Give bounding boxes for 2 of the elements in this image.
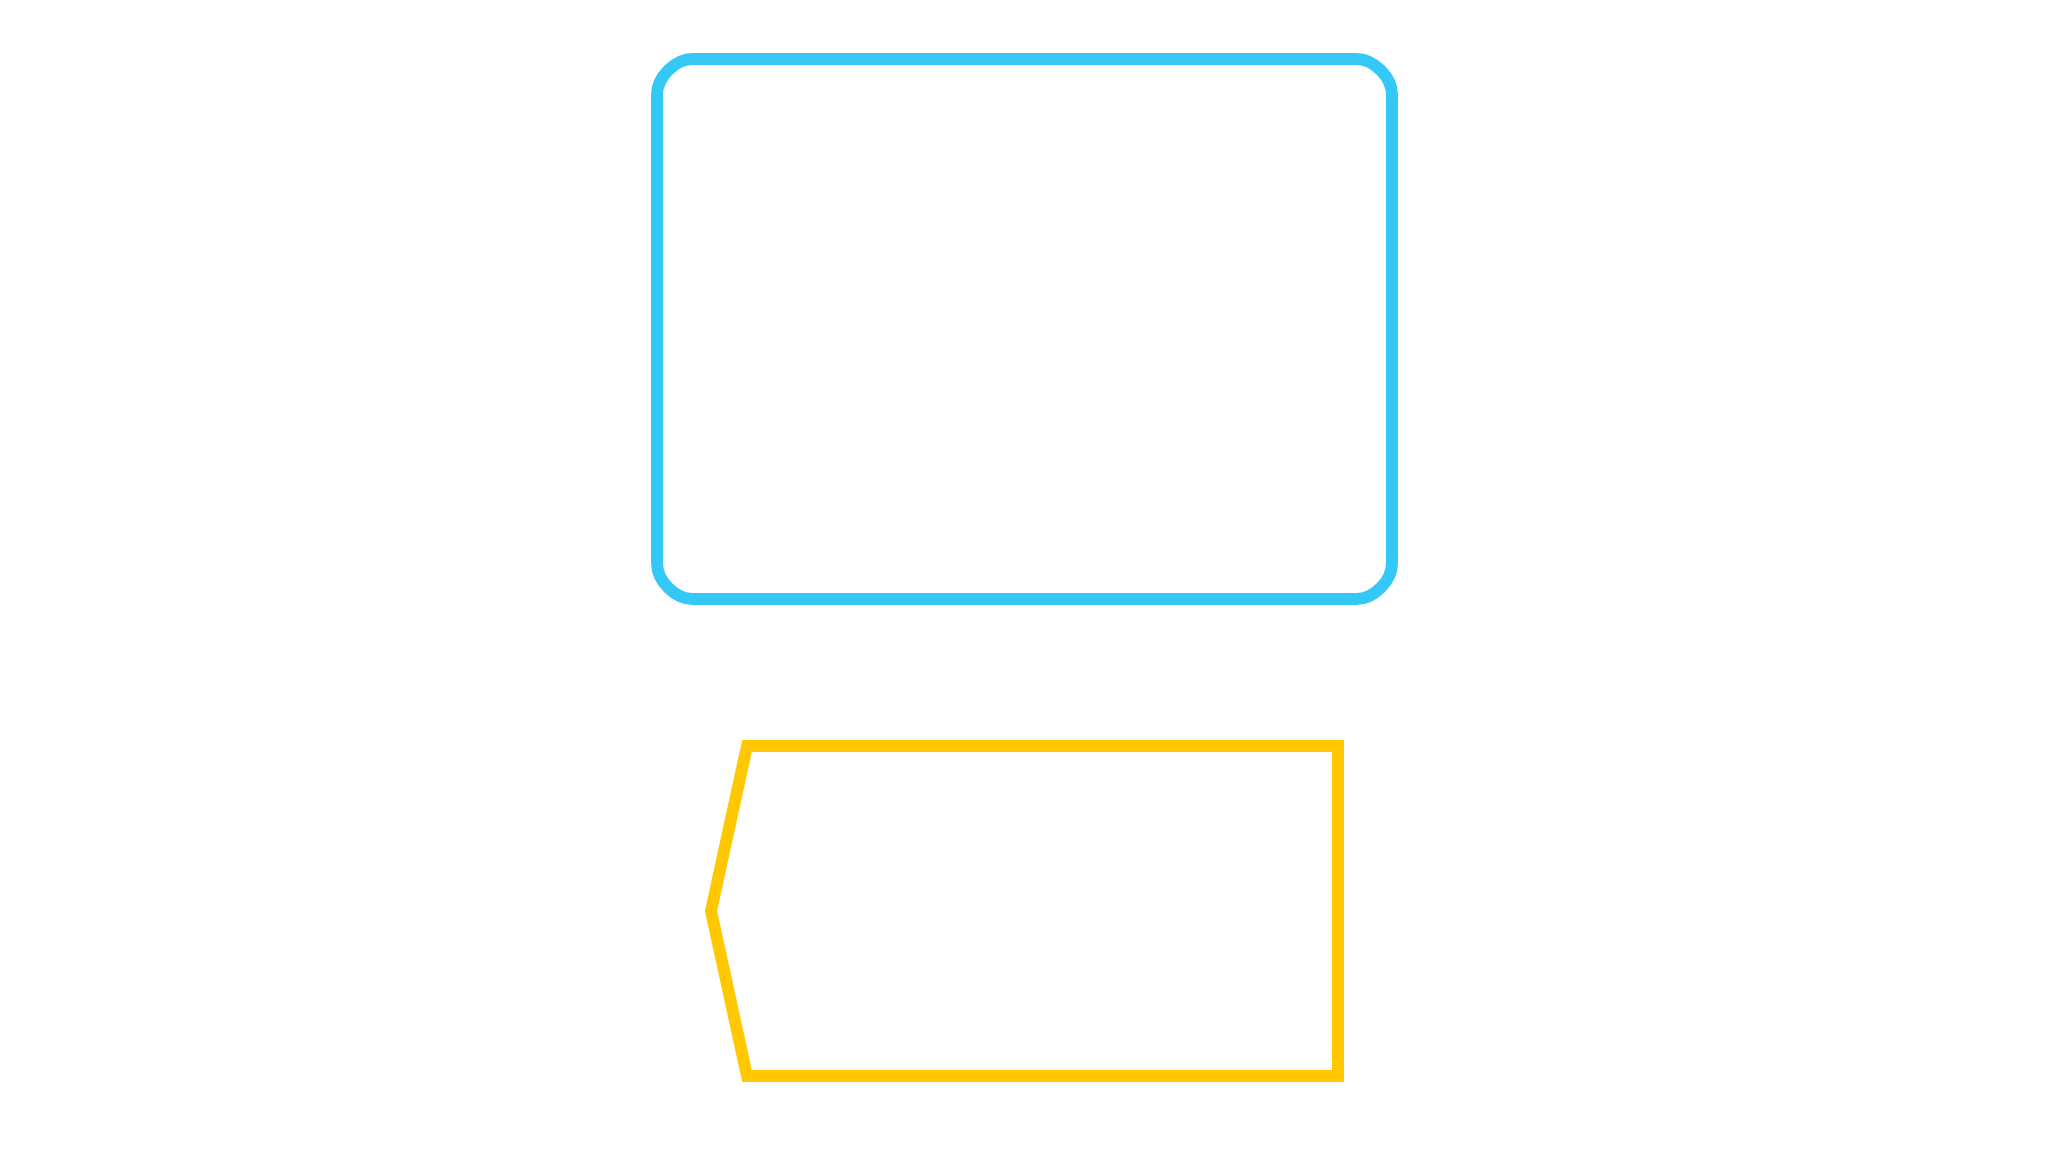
node-box <box>650 52 1398 605</box>
node-chevron <box>704 739 1344 1082</box>
